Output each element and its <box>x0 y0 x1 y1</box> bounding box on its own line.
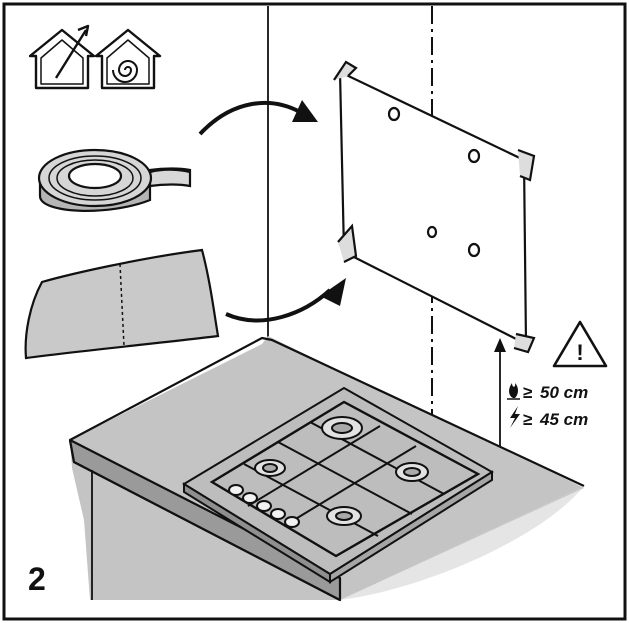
curved-arrow-cloth <box>225 278 346 323</box>
hob-control-knobs <box>228 484 300 528</box>
control-knob <box>256 500 272 512</box>
control-knob <box>270 508 286 520</box>
electric-clearance-value: 45 cm <box>539 410 588 429</box>
gas-clearance-label: ≥ 50 cm <box>507 383 588 402</box>
protective-cloth <box>24 248 220 360</box>
gas-hob <box>182 386 494 584</box>
flame-icon <box>509 383 518 398</box>
electric-comparator: ≥ <box>523 410 532 429</box>
sealing-tape-roll <box>37 148 192 212</box>
lightning-bolt-icon <box>510 406 520 428</box>
mounting-bracket <box>333 60 536 354</box>
gas-clearance-value: 50 cm <box>540 383 588 402</box>
countertop <box>68 336 585 602</box>
house-with-spiral-icon <box>94 28 162 90</box>
control-knob <box>228 484 244 496</box>
house-with-vent-arrow-icon <box>28 24 96 90</box>
electric-clearance-label: ≥ 45 cm <box>510 406 588 429</box>
control-knob <box>242 492 258 504</box>
gas-comparator: ≥ <box>523 383 532 402</box>
control-knob <box>284 516 300 528</box>
step-number: 2 <box>28 561 46 597</box>
warning-symbol: ! <box>576 340 583 365</box>
curved-arrow-tape <box>198 100 318 136</box>
warning-triangle-icon: ! <box>552 320 608 368</box>
